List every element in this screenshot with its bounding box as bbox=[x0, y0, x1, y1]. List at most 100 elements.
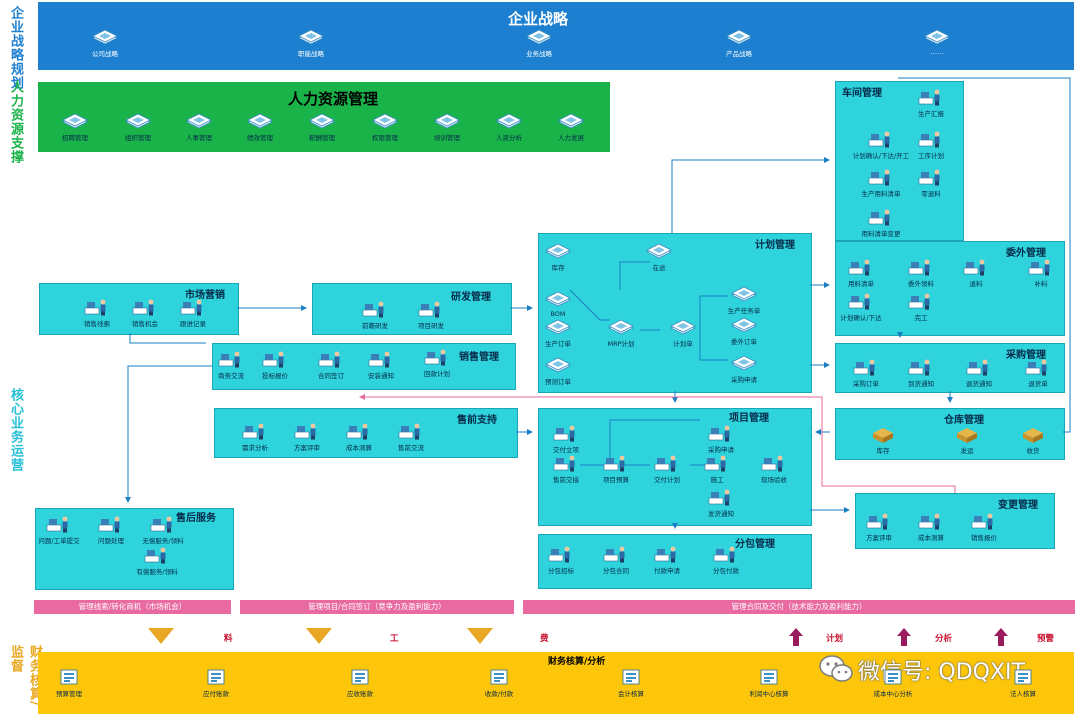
rnd-item-label: 前瞻研发 bbox=[362, 322, 388, 330]
rnd-item-icon bbox=[417, 300, 445, 318]
finance-item-label: 收款/付款 bbox=[484, 690, 514, 698]
finance-item-icon bbox=[55, 668, 83, 686]
plan-item-label: 在途 bbox=[652, 264, 666, 272]
presale-item-label: 成本测算 bbox=[346, 444, 372, 452]
plan-item-icon bbox=[730, 316, 758, 334]
presale-item: 方案评审 bbox=[276, 422, 338, 452]
change-item: 成本测算 bbox=[900, 512, 962, 542]
purchase-item-icon bbox=[852, 358, 880, 376]
subcontract-item-icon bbox=[547, 545, 575, 563]
purchase-item-icon bbox=[965, 358, 993, 376]
strategy-item-icon bbox=[297, 28, 325, 46]
plan-item-label: 委外订单 bbox=[731, 338, 757, 346]
plan-item-icon bbox=[544, 290, 572, 308]
change-module: 变更管理 bbox=[855, 493, 1055, 549]
rnd-item: 前瞻研发 bbox=[344, 300, 406, 330]
purchase-item: 到货通知 bbox=[890, 358, 952, 388]
sales-item: 回款计划 bbox=[406, 348, 468, 378]
sales-module: 销售管理 bbox=[212, 343, 516, 390]
change-item-label: 方案评审 bbox=[866, 534, 892, 542]
sales-item-icon bbox=[217, 350, 245, 368]
change-item-icon bbox=[865, 512, 893, 530]
plan-item: 生产任务单 bbox=[713, 285, 775, 315]
project-item-icon bbox=[760, 454, 788, 472]
subcontract-item-icon bbox=[602, 545, 630, 563]
plan-item-label: BOM bbox=[550, 310, 566, 318]
purchase-item-label: 采购订单 bbox=[853, 380, 879, 388]
strategy-item-label: 公司战略 bbox=[92, 50, 118, 58]
workshop-item: 生产用料清单 bbox=[850, 168, 912, 198]
outsource-item: 计划确认/下达 bbox=[830, 292, 892, 322]
plan-item: 生产订单 bbox=[527, 318, 589, 348]
hr-item-label: 薪酬管理 bbox=[309, 134, 335, 142]
workshop-item-icon bbox=[867, 130, 895, 148]
plan-item-label: 计划单 bbox=[673, 340, 693, 348]
down-arrow-icon bbox=[467, 628, 493, 644]
purchase-item-label: 退货单 bbox=[1028, 380, 1048, 388]
hr-item: 招聘管理 bbox=[44, 112, 106, 142]
hr-item-icon bbox=[371, 112, 399, 130]
workshop-item-label: 用料清单变更 bbox=[861, 230, 901, 238]
finance-title: 财务核算/分析 bbox=[548, 657, 606, 667]
aftersale-item-label: 有偿服务/领料 bbox=[136, 568, 178, 576]
purchase-item: 退货通知 bbox=[948, 358, 1010, 388]
finance-item-icon bbox=[485, 668, 513, 686]
change-item: 方案评审 bbox=[848, 512, 910, 542]
plan-item: 库存 bbox=[527, 242, 589, 272]
plan-item-label: MRP计划 bbox=[607, 340, 635, 348]
aftersale-item-label: 无偿服务/领料 bbox=[142, 537, 184, 545]
workshop-item-icon bbox=[917, 168, 945, 186]
down-arrow-icon bbox=[148, 628, 174, 644]
finance-item: 成本中心分析 bbox=[862, 668, 924, 698]
warehouse-item: 收货 bbox=[1002, 425, 1064, 455]
market-item-icon bbox=[131, 298, 159, 316]
flow-word: 分析 bbox=[935, 634, 953, 644]
warehouse-title: 仓库管理 bbox=[944, 415, 984, 426]
project-item-icon bbox=[703, 454, 731, 472]
sales-item-label: 投标报价 bbox=[262, 372, 288, 380]
aftersale-item-icon bbox=[149, 515, 177, 533]
subcontract-item-label: 分包招标 bbox=[548, 567, 574, 575]
strategy-item: …… bbox=[906, 28, 968, 56]
outsource-item-label: 退料 bbox=[969, 280, 983, 288]
market-item-label: 跟进记录 bbox=[180, 320, 206, 328]
strategy-item-label: 产品战略 bbox=[726, 50, 752, 58]
side-label-hr: 人力资源支撑 bbox=[8, 80, 23, 164]
warehouse-item: 发运 bbox=[936, 425, 998, 455]
hr-item-icon bbox=[308, 112, 336, 130]
sales-title: 销售管理 bbox=[459, 352, 499, 363]
change-title: 变更管理 bbox=[998, 500, 1038, 511]
presale-item-label: 需求分析 bbox=[242, 444, 268, 452]
hr-item-icon bbox=[433, 112, 461, 130]
hr-item: 人资分析 bbox=[478, 112, 540, 142]
sales-item-label: 安装通知 bbox=[368, 372, 394, 380]
plan-item: BOM bbox=[527, 290, 589, 318]
outsource-item-icon bbox=[1027, 258, 1055, 276]
outsource-item-label: 完工 bbox=[914, 314, 928, 322]
project-title: 项目管理 bbox=[729, 413, 769, 424]
purchase-item-icon bbox=[907, 358, 935, 376]
strategy-item: 公司战略 bbox=[74, 28, 136, 58]
finance-item: 利润中心核算 bbox=[738, 668, 800, 698]
side-label-strategy: 企业战略规划 bbox=[8, 6, 23, 90]
finance-item-label: 成本中心分析 bbox=[873, 690, 913, 698]
subcontract-item-icon bbox=[712, 545, 740, 563]
aftersale-item: 有偿服务/领料 bbox=[126, 546, 188, 576]
warehouse-item-label: 发运 bbox=[960, 447, 974, 455]
subcontract-item-label: 付款申请 bbox=[654, 567, 680, 575]
subcontract-item: 付款申请 bbox=[636, 545, 698, 575]
hr-item: 组织管理 bbox=[107, 112, 169, 142]
project-item-label: 采购申请 bbox=[708, 446, 734, 454]
rnd-item: 项目研发 bbox=[400, 300, 462, 330]
plan-item-icon bbox=[645, 242, 673, 260]
warehouse-item-label: 收货 bbox=[1026, 447, 1040, 455]
outsource-item: 退料 bbox=[945, 258, 1007, 288]
rnd-item-label: 项目研发 bbox=[418, 322, 444, 330]
flow-word: 工 bbox=[390, 634, 399, 644]
market-item: 销售线索 bbox=[66, 298, 128, 328]
plan-item-icon bbox=[607, 318, 635, 336]
sales-item-label: 商务交流 bbox=[218, 372, 244, 380]
outsource-item-label: 委外领料 bbox=[908, 280, 934, 288]
project-item: 发货通知 bbox=[690, 488, 752, 518]
finance-item: 会计核算 bbox=[600, 668, 662, 698]
